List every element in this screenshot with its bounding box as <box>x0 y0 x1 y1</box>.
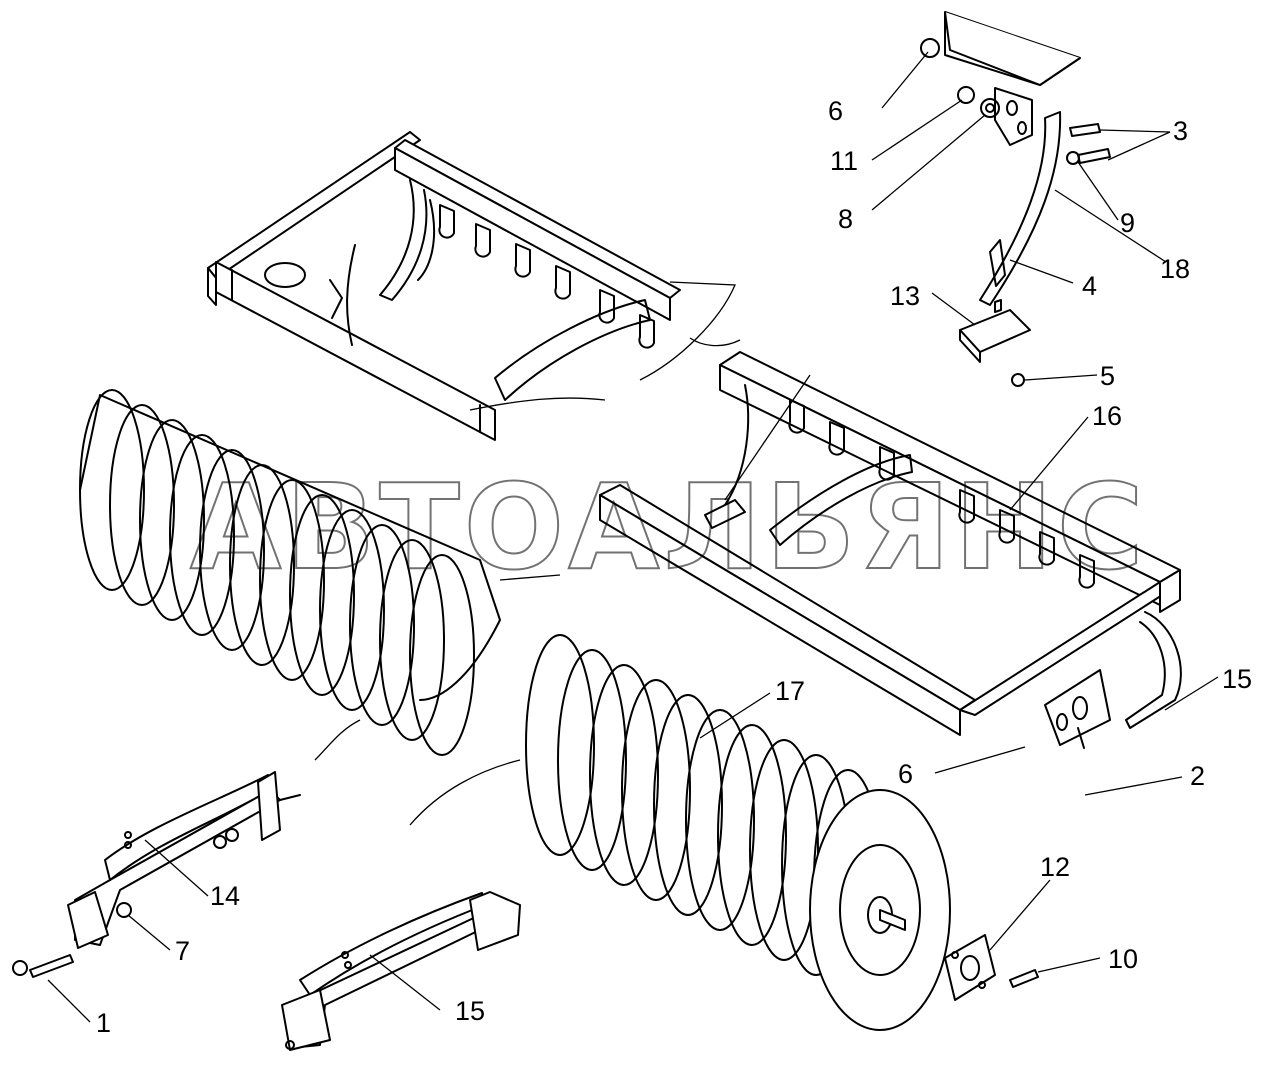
callout-3: 3 <box>1173 116 1188 146</box>
frame-front-section <box>599 351 1182 749</box>
callout-15-bottom: 15 <box>455 996 485 1026</box>
callout-11: 11 <box>830 146 858 176</box>
roller-left <box>79 389 561 761</box>
bracket-15-lower <box>281 891 521 1051</box>
roller-right <box>409 634 951 1031</box>
callout-15-right: 15 <box>1222 664 1252 694</box>
leader-lines <box>47 51 1219 1023</box>
callout-10: 10 <box>1108 944 1138 974</box>
callout-4: 4 <box>1082 271 1097 301</box>
frame-rear-section <box>207 131 741 441</box>
callout-18: 18 <box>1160 254 1190 284</box>
callout-16: 16 <box>1092 401 1122 431</box>
callout-5: 5 <box>1100 361 1115 391</box>
callout-12: 12 <box>1040 852 1070 882</box>
tine-assembly-detail <box>920 11 1111 387</box>
callout-9: 9 <box>1120 208 1135 238</box>
callout-7: 7 <box>175 936 190 966</box>
callout-14: 14 <box>210 881 240 911</box>
callout-1: 1 <box>96 1008 111 1038</box>
callout-6-top: 6 <box>828 96 843 126</box>
callouts: 6 11 8 3 9 18 4 13 5 16 15 17 6 2 14 12 … <box>96 96 1252 1038</box>
bracket-14 <box>12 771 301 978</box>
callout-17: 17 <box>775 676 805 706</box>
callout-13: 13 <box>890 281 920 311</box>
callout-8: 8 <box>838 204 853 234</box>
watermark: АВТОАЛЬЯНС <box>190 458 1148 596</box>
callout-6-bottom: 6 <box>898 759 913 789</box>
bearing-housing <box>944 934 1039 1001</box>
callout-2: 2 <box>1190 761 1205 791</box>
